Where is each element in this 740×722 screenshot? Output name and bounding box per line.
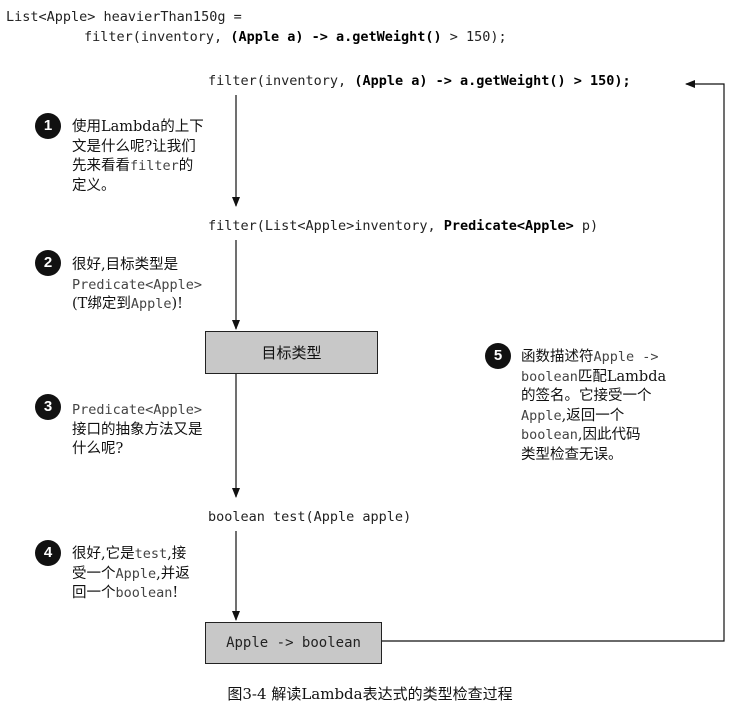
step-2-line-1: 很好,目标类型是 xyxy=(72,256,202,276)
step-2-text-c: )! xyxy=(171,296,183,312)
step-1-text-d: 的 xyxy=(178,158,194,174)
step-5-text-f: 类型检查无误。 xyxy=(521,446,623,463)
arrow-descriptor-loop xyxy=(382,80,725,642)
descriptor-label: Apple -> boolean xyxy=(226,635,361,651)
step-1-code-filter: filter xyxy=(130,158,179,174)
stage-test-method: boolean test(Apple apple) xyxy=(208,509,411,525)
target-type-box: 目标类型 xyxy=(205,331,378,374)
stage-filter-invocation: filter(inventory, (Apple a) -> a.getWeig… xyxy=(208,73,631,89)
step-3-line-3: 什么呢? xyxy=(72,440,203,460)
step-3-code-predicate: Predicate<Apple> xyxy=(72,402,203,418)
step-1-text-a: 使用Lambda的上下 xyxy=(72,119,204,135)
step-1-line-3: 先来看看filter的 xyxy=(72,157,204,177)
stage1-prefix: filter(inventory, xyxy=(208,73,355,89)
step-1-text-e: 定义。 xyxy=(72,177,116,194)
step-5-line-5: boolean,因此代码 xyxy=(521,426,666,446)
step-5-code-boolean-2: boolean xyxy=(521,427,578,443)
step-5-line-6: 类型检查无误。 xyxy=(521,446,666,466)
stage2-prefix: filter(List<Apple>inventory, xyxy=(208,218,444,234)
step-2-text-b: (T绑定到 xyxy=(72,296,131,312)
step-2-code-apple: Apple xyxy=(130,296,172,312)
step-5-badge: 5 xyxy=(485,343,511,369)
step-5-line-1: 函数描述符Apple -> xyxy=(521,348,666,368)
step-5-text-e: ,因此代码 xyxy=(577,427,641,443)
step-2-description: 很好,目标类型是 Predicate<Apple> (T绑定到Apple)! xyxy=(72,256,202,315)
descriptor-box: Apple -> boolean xyxy=(205,622,382,664)
step-5-description: 函数描述符Apple -> boolean匹配Lambda 的签名。它接受一个 … xyxy=(521,348,666,465)
step-2-badge: 2 xyxy=(35,250,61,276)
step-3-line-1: Predicate<Apple> xyxy=(72,401,203,421)
step-2-code-predicate: Predicate<Apple> xyxy=(72,276,203,293)
step-2-line-2: Predicate<Apple> xyxy=(72,276,202,296)
step-1-line-4: 定义。 xyxy=(72,177,204,197)
step-2-text-a: 很好,目标类型是 xyxy=(72,257,179,273)
step-2-line-3: (T绑定到Apple)! xyxy=(72,295,202,315)
code-declaration-text: List<Apple> heavierThan150g = xyxy=(6,9,242,25)
step-1-badge: 1 xyxy=(35,113,61,139)
code-filter-suffix: > 150); xyxy=(441,29,507,45)
step-1-line-2: 文是什么呢?让我们 xyxy=(72,138,204,158)
step-4-line-2: 受一个Apple,并返 xyxy=(72,565,190,585)
step-4-text-e: 回一个 xyxy=(72,585,116,601)
stage2-predicate: Predicate<Apple> xyxy=(443,218,574,234)
step-3-text-b: 什么呢? xyxy=(72,441,124,457)
step-1-description: 使用Lambda的上下 文是什么呢?让我们 先来看看filter的 定义。 xyxy=(72,118,204,196)
stage2-suffix: p) xyxy=(573,218,599,234)
step-3-line-2: 接口的抽象方法又是 xyxy=(72,421,203,441)
step-5-code-apple-arrow: Apple -> xyxy=(593,349,659,365)
step-4-badge: 4 xyxy=(35,540,61,566)
step-4-code-boolean: boolean xyxy=(115,585,173,601)
code-filter-prefix: filter(inventory, xyxy=(84,29,231,45)
step-5-line-3: 的签名。它接受一个 xyxy=(521,387,666,407)
step-4-line-1: 很好,它是test,接 xyxy=(72,545,190,565)
step-4-code-apple: Apple xyxy=(115,565,157,582)
stage-filter-signature: filter(List<Apple>inventory, Predicate<A… xyxy=(208,218,598,234)
target-type-label: 目标类型 xyxy=(261,344,322,362)
stage4-text: boolean test(Apple apple) xyxy=(208,509,412,525)
step-5-text-a: 函数描述符 xyxy=(521,349,594,365)
step-5-text-b: 匹配Lambda xyxy=(577,368,667,385)
step-4-text-a: 很好,它是 xyxy=(72,546,135,562)
step-5-code-boolean: boolean xyxy=(521,368,578,385)
step-4-text-f: ! xyxy=(172,585,179,601)
step-1-text-b: 文是什么呢?让我们 xyxy=(72,138,196,155)
code-declaration-line: List<Apple> heavierThan150g = xyxy=(6,9,242,25)
step-5-text-c: 的签名。它接受一个 xyxy=(521,388,652,404)
step-4-text-b: ,接 xyxy=(167,546,187,562)
code-filter-call-line: filter(inventory, (Apple a) -> a.getWeig… xyxy=(84,29,507,45)
step-1-text-c: 先来看看 xyxy=(72,158,130,174)
step-4-description: 很好,它是test,接 受一个Apple,并返 回一个boolean! xyxy=(72,545,190,604)
step-4-line-3: 回一个boolean! xyxy=(72,584,190,604)
stage1-lambda: (Apple a) -> a.getWeight() > 150); xyxy=(354,73,631,89)
figure-caption: 图3-4 解读Lambda表达式的类型检查过程 xyxy=(227,685,513,703)
step-5-code-apple: Apple xyxy=(521,407,562,424)
step-1-line-1: 使用Lambda的上下 xyxy=(72,118,204,138)
step-3-badge: 3 xyxy=(35,394,61,420)
step-3-text-a: 接口的抽象方法又是 xyxy=(72,421,203,438)
step-4-text-c: 受一个 xyxy=(72,565,116,582)
step-5-text-d: ,返回一个 xyxy=(561,407,625,424)
code-lambda-expression: (Apple a) -> a.getWeight() xyxy=(230,29,442,45)
step-4-text-d: ,并返 xyxy=(156,565,190,582)
step-5-line-4: Apple,返回一个 xyxy=(521,407,666,427)
step-5-line-2: boolean匹配Lambda xyxy=(521,368,666,388)
step-4-code-test: test xyxy=(134,546,168,562)
step-3-description: Predicate<Apple> 接口的抽象方法又是 什么呢? xyxy=(72,401,203,460)
